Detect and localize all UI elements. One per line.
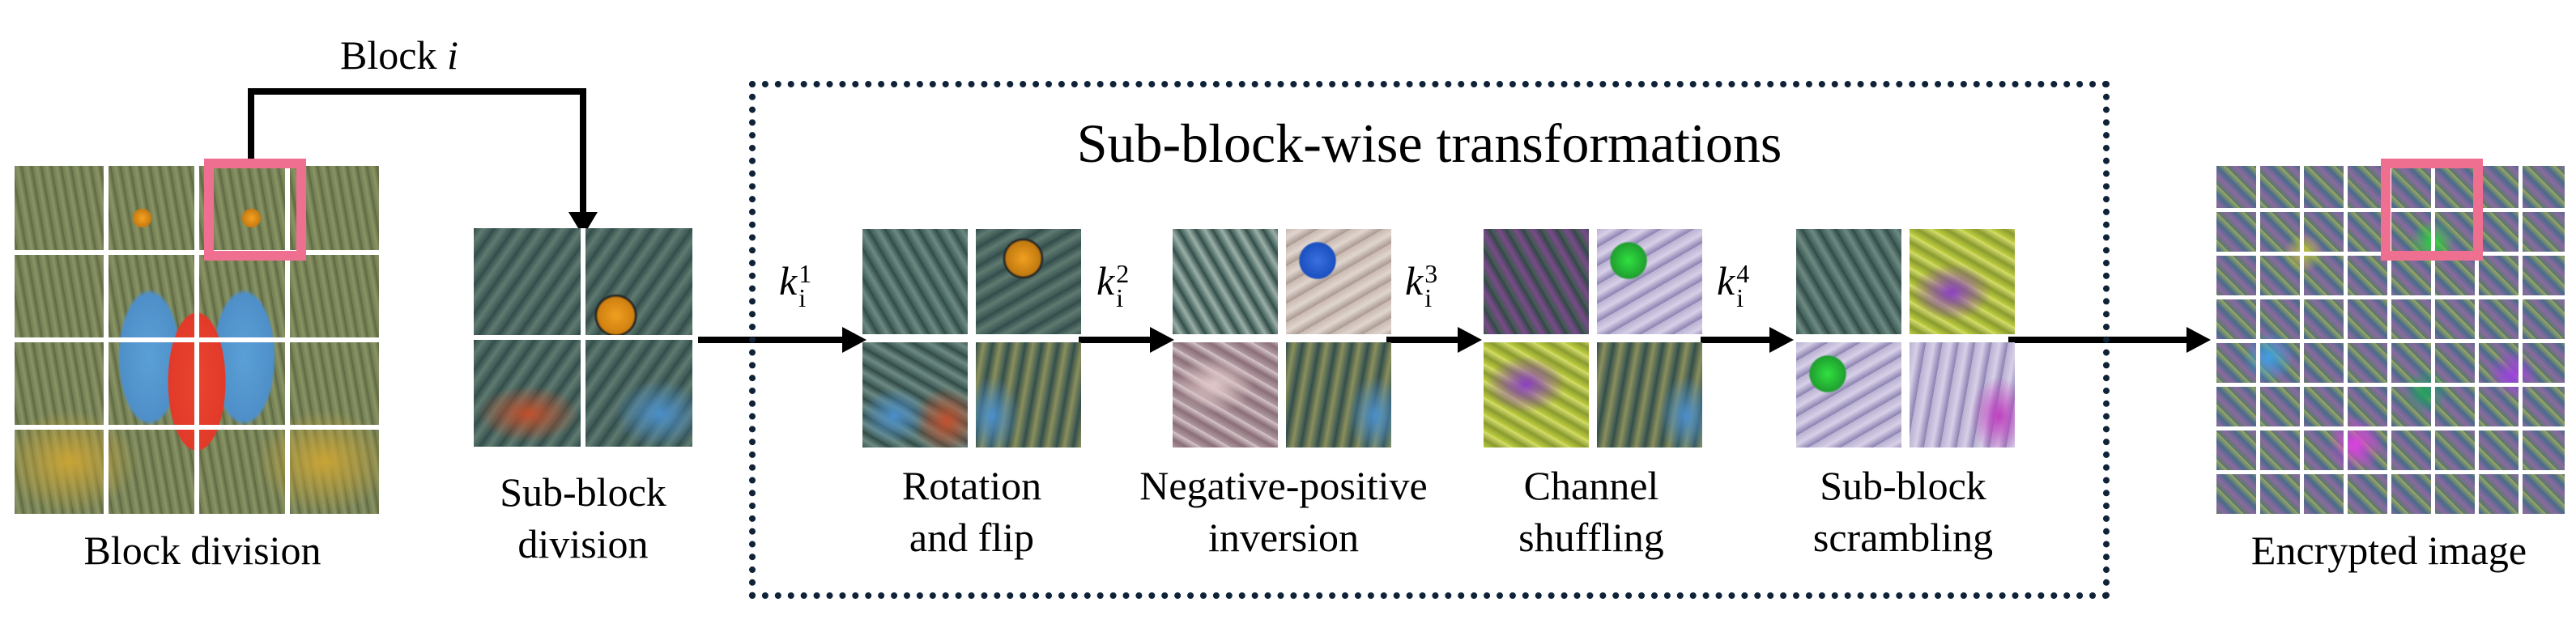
transformations-frame [749, 81, 2110, 599]
mandrill-image [15, 166, 379, 514]
encrypted-highlight [2381, 159, 2483, 261]
scramble-label: Sub-block scrambling [1812, 463, 1994, 560]
block-division-label: Block division [83, 528, 321, 573]
transformations-title: Sub-block-wise transformations [1076, 112, 1782, 174]
block-highlight [204, 159, 306, 261]
block-i-path [248, 88, 586, 218]
encrypted-label: Encrypted image [2250, 528, 2527, 573]
block-i-label: Block i [340, 32, 458, 78]
negpos-label: Negative-positive inversion [1139, 463, 1428, 560]
rotation-label: Rotation and flip [901, 463, 1042, 560]
sub-block-image [474, 228, 692, 447]
sub-block-division-label: Sub-block division [500, 469, 666, 566]
encrypted-image [2216, 166, 2565, 514]
channel-label: Channel shuffling [1518, 463, 1664, 560]
